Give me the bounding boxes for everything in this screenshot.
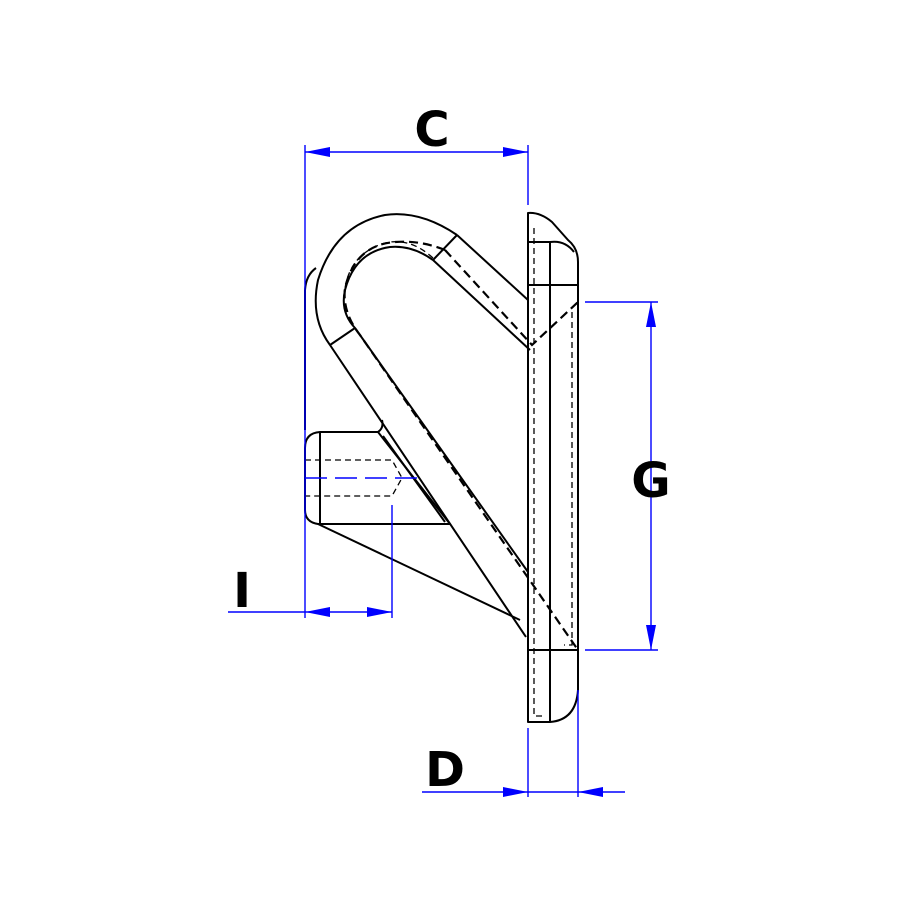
threaded-boss xyxy=(304,267,521,621)
dimension-label-d: D xyxy=(425,742,465,798)
dimension-label-c: C xyxy=(414,102,449,158)
dimension-lines xyxy=(228,145,658,797)
dimension-label-g: G xyxy=(631,453,670,509)
mounting-plate xyxy=(527,211,579,723)
dimension-label-i: I xyxy=(233,563,251,619)
hook xyxy=(314,213,579,651)
